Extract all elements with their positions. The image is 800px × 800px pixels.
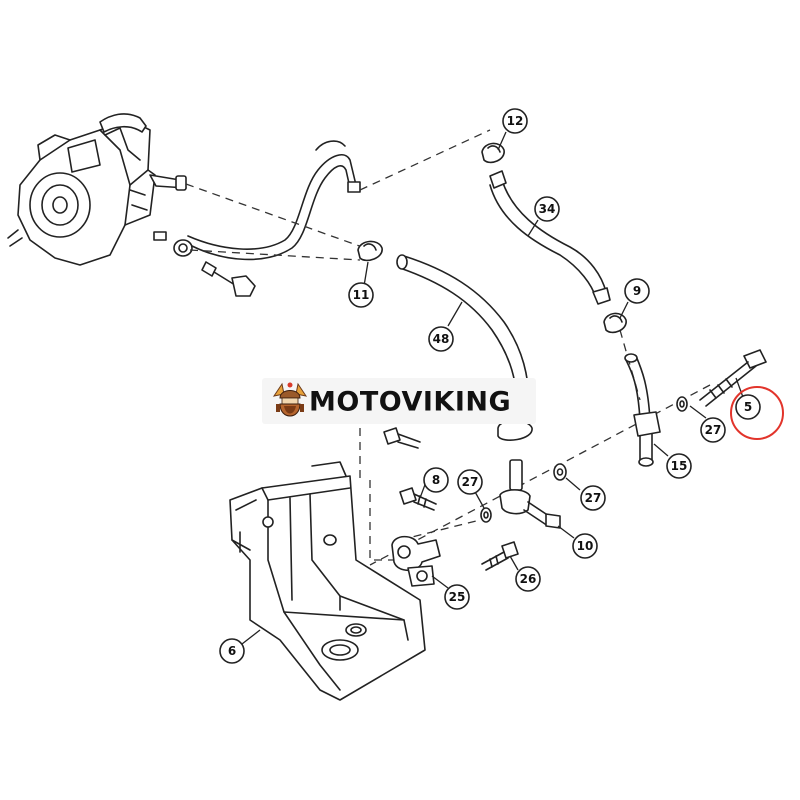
banjo-bolt-5 [699,349,767,407]
hose-clamp-9 [603,312,627,334]
svg-text:26: 26 [520,572,537,586]
svg-text:34: 34 [539,202,556,216]
svg-text:9: 9 [633,284,641,298]
svg-text:8: 8 [432,473,440,487]
svg-text:5: 5 [744,400,752,414]
callout-27-left: 27 [457,469,483,495]
viking-helmet-icon [272,382,308,417]
callout-10: 10 [572,533,598,559]
tee-fitting-15 [624,353,661,467]
banjo-fitting-left [153,231,256,297]
washer-27-mid [553,463,567,481]
callout-6: 6 [219,638,245,664]
svg-text:11: 11 [353,288,370,302]
callout-5-highlighted: 5 [730,386,784,440]
svg-text:10: 10 [577,539,594,553]
washer-27-left [480,507,492,523]
svg-text:27: 27 [705,423,722,437]
svg-text:27: 27 [585,491,602,505]
fuel-line-pipe [187,140,361,261]
mounting-bracket-6 [229,461,426,701]
svg-text:6: 6 [228,644,236,658]
svg-text:15: 15 [671,459,688,473]
callout-26: 26 [515,566,541,592]
svg-text:48: 48 [433,332,450,346]
svg-text:27: 27 [462,475,479,489]
hose-34 [489,170,611,305]
fuel-pump-assembly [7,113,187,266]
callout-9: 9 [624,278,650,304]
callout-34: 34 [534,196,560,222]
callout-8: 8 [423,467,449,493]
callout-27-right: 27 [580,485,606,511]
bolt-26 [481,541,519,571]
brand-watermark: MOTOVIKING [262,378,536,424]
callout-11: 11 [348,282,374,308]
hose-clamp-11 [357,240,383,262]
callout-12: 12 [502,108,528,134]
callout-leaders [241,131,745,645]
bracket-25 [391,535,441,587]
callout-48: 48 [428,326,454,352]
svg-text:12: 12 [507,114,524,128]
hose-clamp-12 [481,142,505,164]
washer-27-top [676,396,688,412]
callout-25: 25 [444,584,470,610]
callout-27-top: 27 [700,417,726,443]
callout-15: 15 [666,453,692,479]
bolt-upper-left [383,427,421,449]
brand-name: MOTOVIKING [309,387,511,418]
fitting-10 [499,459,561,529]
svg-text:25: 25 [449,590,466,604]
bolt-8 [399,487,437,511]
